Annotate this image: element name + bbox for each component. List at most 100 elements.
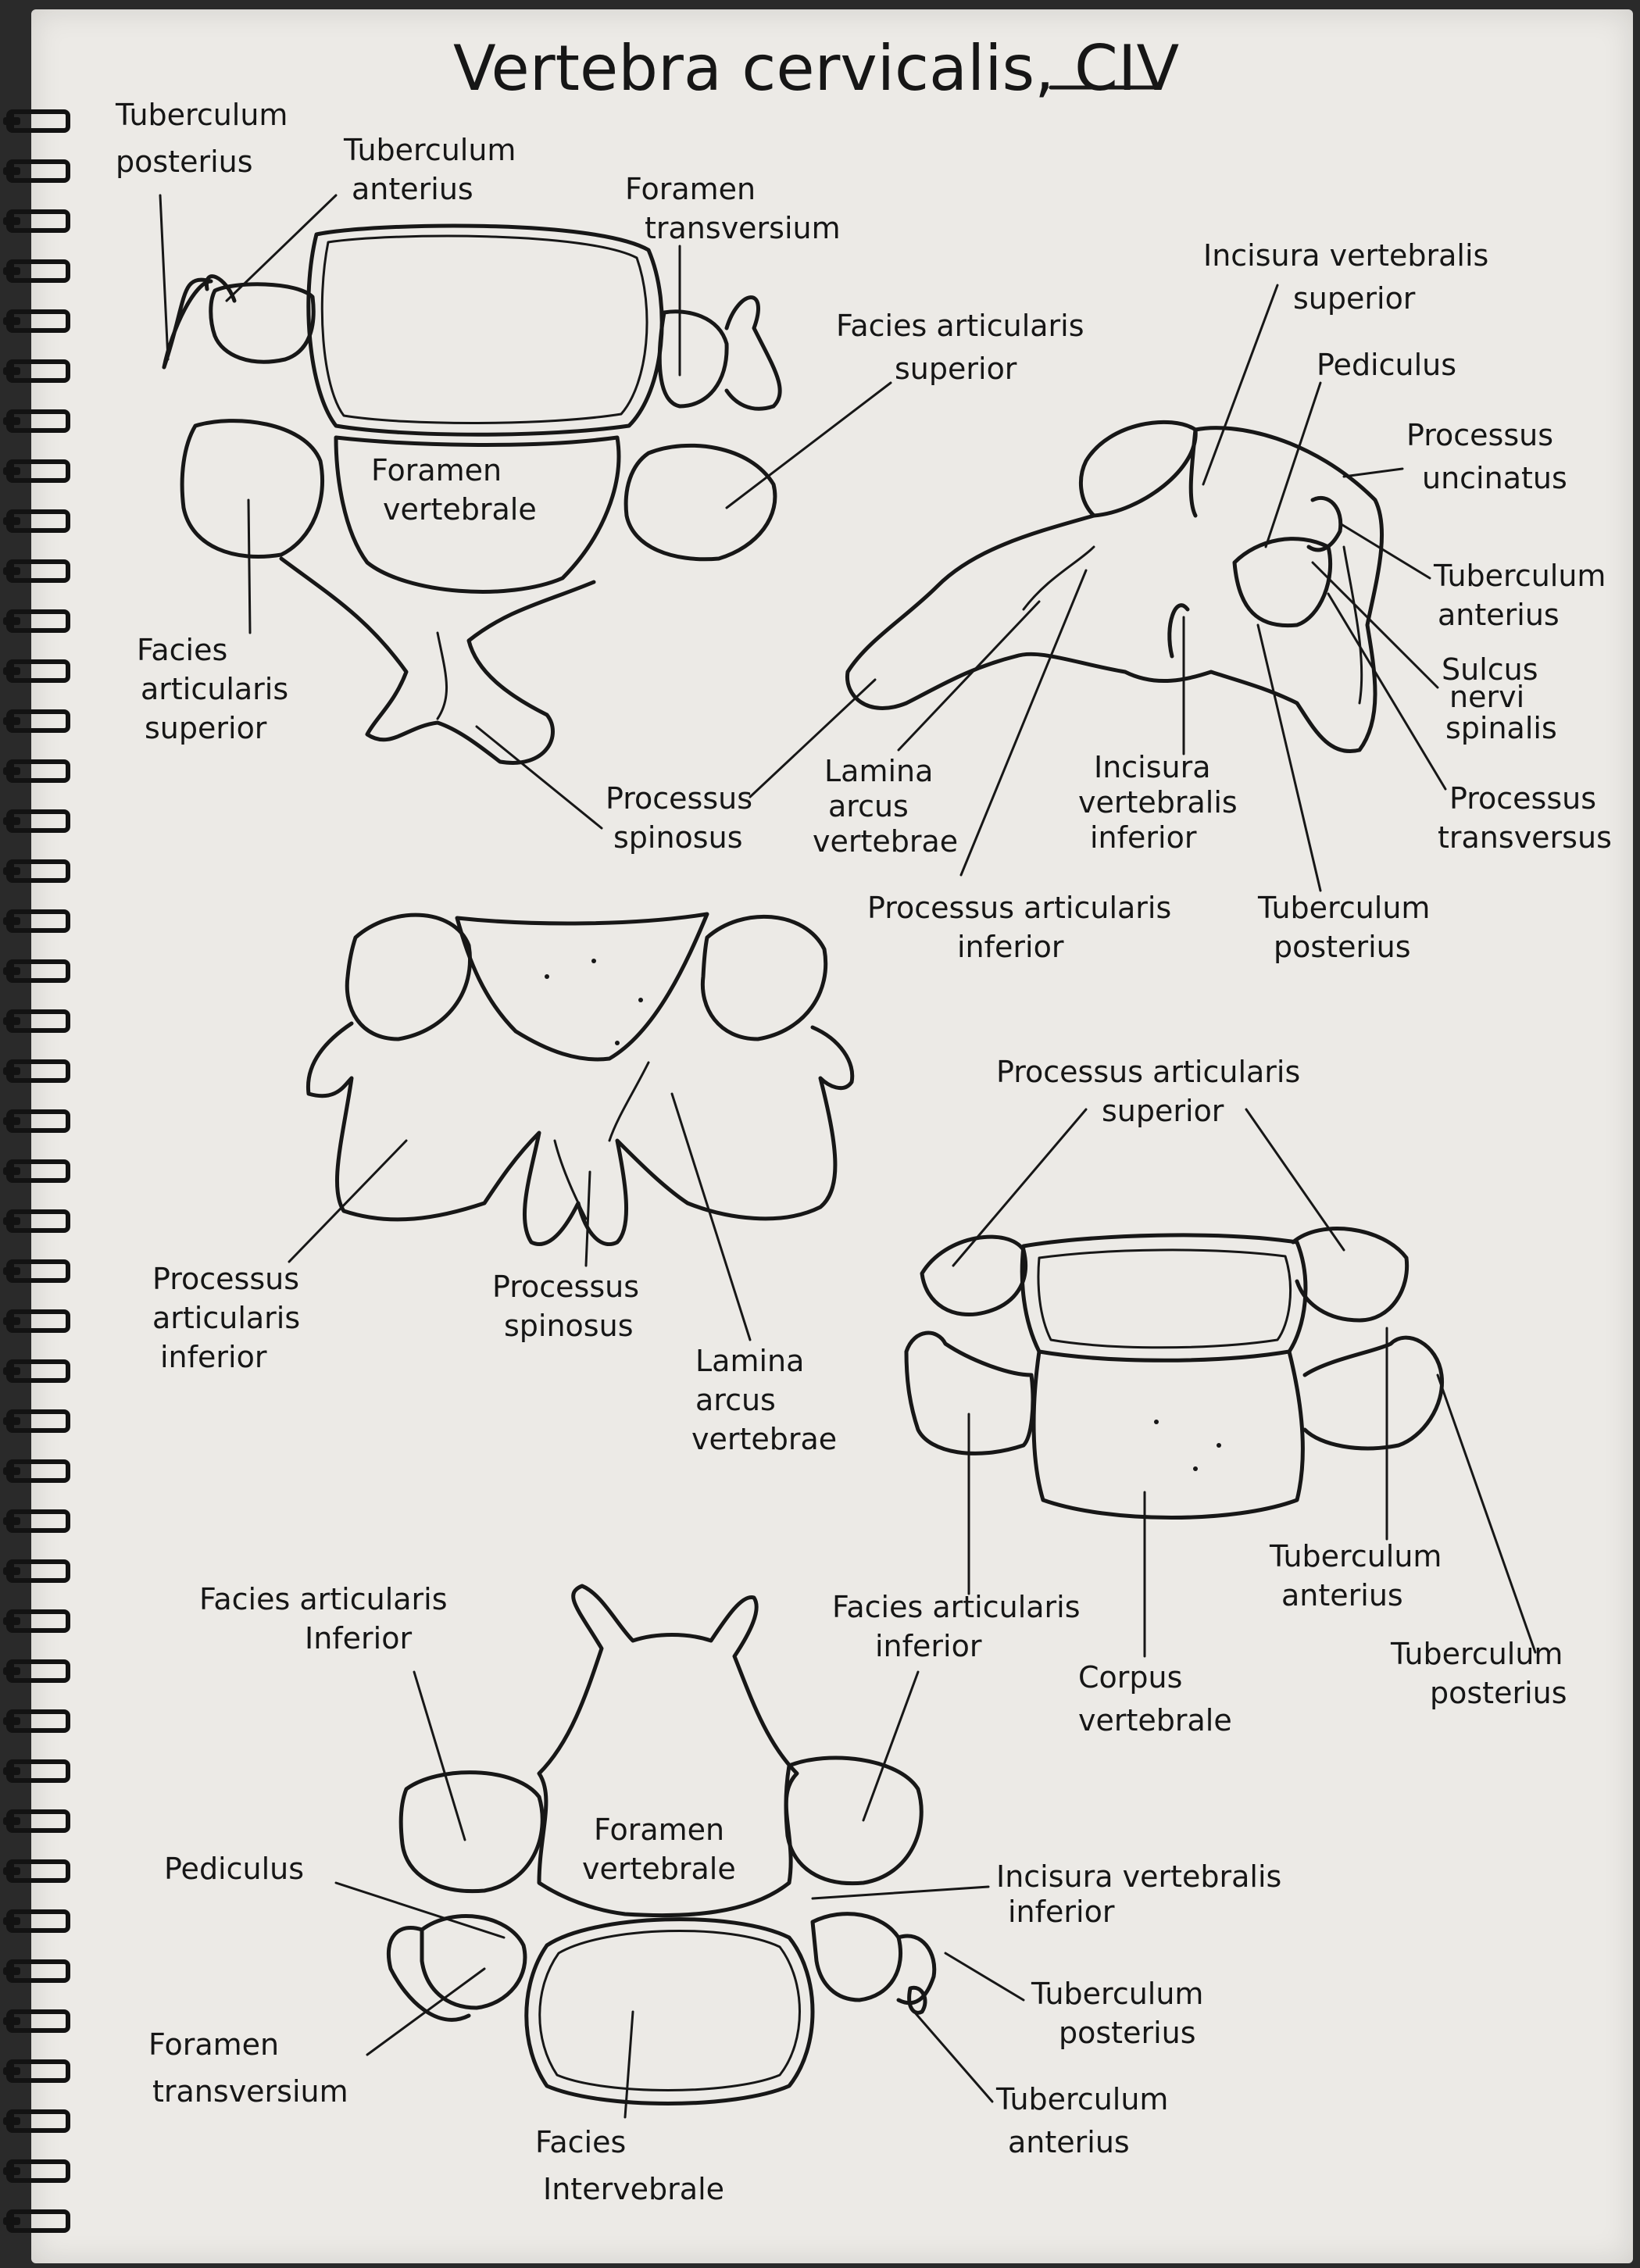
spiral-ring bbox=[3, 1809, 70, 1833]
posterior-lamina-line bbox=[608, 1061, 650, 1142]
anterior-transverse-process-right bbox=[1302, 1335, 1445, 1451]
label-corpus-vertebrale: Corpus bbox=[1078, 1660, 1182, 1695]
spinous-process-line bbox=[436, 631, 448, 720]
lamina-line bbox=[1022, 545, 1095, 611]
incisura-superior-notch bbox=[1188, 427, 1198, 518]
leader-incisura-superior bbox=[1202, 284, 1279, 486]
label-processus-spinosus: Processus bbox=[606, 781, 752, 816]
transverse-foramen-left bbox=[209, 282, 316, 364]
spiral-ring bbox=[3, 559, 70, 583]
spiral-ring bbox=[3, 1559, 70, 1583]
spiral-binding bbox=[0, 0, 94, 2268]
label-incisura-vertebralis-inferior-inferior: Incisura vertebralis bbox=[996, 1859, 1281, 1894]
spiral-ring bbox=[3, 1359, 70, 1383]
spiral-ring bbox=[3, 1509, 70, 1533]
leader-processus-articularis-superior-left bbox=[952, 1108, 1088, 1267]
vertebral-body-superior bbox=[306, 223, 664, 437]
leader-tuberculum-posterius-inferior bbox=[944, 1952, 1025, 2002]
surface-dot bbox=[638, 998, 643, 1002]
svg-text:Pediculus: Pediculus bbox=[1317, 348, 1456, 382]
spiral-ring bbox=[3, 1459, 70, 1483]
label-incisura-vertebralis-superior: Incisura vertebralis bbox=[1203, 238, 1488, 273]
surface-dot bbox=[1154, 1420, 1159, 1424]
spiral-ring bbox=[3, 1409, 70, 1433]
spiral-ring bbox=[3, 1209, 70, 1233]
spiral-ring bbox=[3, 459, 70, 483]
leader-processus-articularis-inferior-posterior bbox=[288, 1139, 408, 1263]
label-processus-articularis-inferior-lateral: Processus articularis bbox=[867, 891, 1171, 925]
label-facies-articularis-superior-right: Facies articularis bbox=[836, 309, 1084, 343]
lamina-and-spinous-process bbox=[279, 556, 596, 765]
inferior-body-rim bbox=[538, 1929, 801, 2091]
spiral-ring bbox=[3, 1109, 70, 1133]
label-foramen-transversium: Foramen bbox=[625, 172, 756, 206]
spiral-ring bbox=[3, 909, 70, 933]
leader-facies-inferior-left bbox=[413, 1670, 466, 1841]
leader-lamina-lateral bbox=[897, 600, 1041, 752]
spiral-ring bbox=[3, 1009, 70, 1033]
label-facies-articularis-inferior-left: Facies articularis bbox=[199, 1582, 448, 1616]
label-processus-articularis-inferior-posterior: Processus bbox=[152, 1262, 299, 1296]
leader-facies-superior-left bbox=[247, 498, 252, 634]
label-foramen-vertebrale: Foramen bbox=[371, 453, 502, 488]
spiral-ring bbox=[3, 1259, 70, 1283]
leader-lamina-posterior bbox=[670, 1092, 752, 1341]
label-sulcus-nervi-spinalis: Sulcus bbox=[1442, 652, 1538, 687]
spiral-ring bbox=[3, 659, 70, 683]
leader-tuberculum-posterius bbox=[159, 194, 170, 361]
anterior-body-rim bbox=[1037, 1248, 1292, 1349]
posterior-lamina-outline bbox=[305, 1021, 855, 1246]
spiral-ring bbox=[3, 1309, 70, 1333]
spiral-ring bbox=[3, 2009, 70, 2033]
inferior-transverse-foramen-left bbox=[420, 1914, 527, 2010]
leader-facies-superior-right bbox=[725, 381, 892, 509]
inferior-tuberculum-anterius-right bbox=[907, 1985, 927, 2015]
lateral-transverse-process bbox=[1232, 537, 1333, 628]
spiral-ring bbox=[3, 2209, 70, 2233]
spiral-ring bbox=[3, 1959, 70, 1983]
posterior-facet-right bbox=[700, 914, 828, 1041]
spiral-ring bbox=[3, 159, 70, 183]
spiral-ring bbox=[3, 409, 70, 433]
label-lamina-arcus-vertebrae-posterior: Lamina bbox=[695, 1344, 804, 1378]
label-foramen-vertebrale-inferior: Foramen bbox=[594, 1813, 724, 1847]
spiral-ring bbox=[3, 2159, 70, 2183]
label-tuberculum-posterius-lateral: Tuberculum bbox=[1257, 891, 1430, 925]
inferior-body-surface bbox=[524, 1917, 815, 2105]
leader-sulcus bbox=[1311, 561, 1439, 689]
spiral-ring bbox=[3, 1659, 70, 1683]
surface-dot bbox=[1217, 1443, 1221, 1448]
posterior-facet-left bbox=[345, 913, 472, 1041]
vertebral-foramen bbox=[334, 435, 621, 594]
spiral-ring bbox=[3, 959, 70, 983]
spiral-ring bbox=[3, 209, 70, 233]
spiral-ring bbox=[3, 1159, 70, 1183]
inferior-tuberculum-right bbox=[896, 1934, 937, 2005]
label-facies-articularis-inferior-anterior: Facies articularis bbox=[832, 1590, 1081, 1624]
inferior-arch-outline bbox=[537, 1584, 799, 1918]
label-processus-uncinatus: Processus bbox=[1406, 418, 1553, 452]
